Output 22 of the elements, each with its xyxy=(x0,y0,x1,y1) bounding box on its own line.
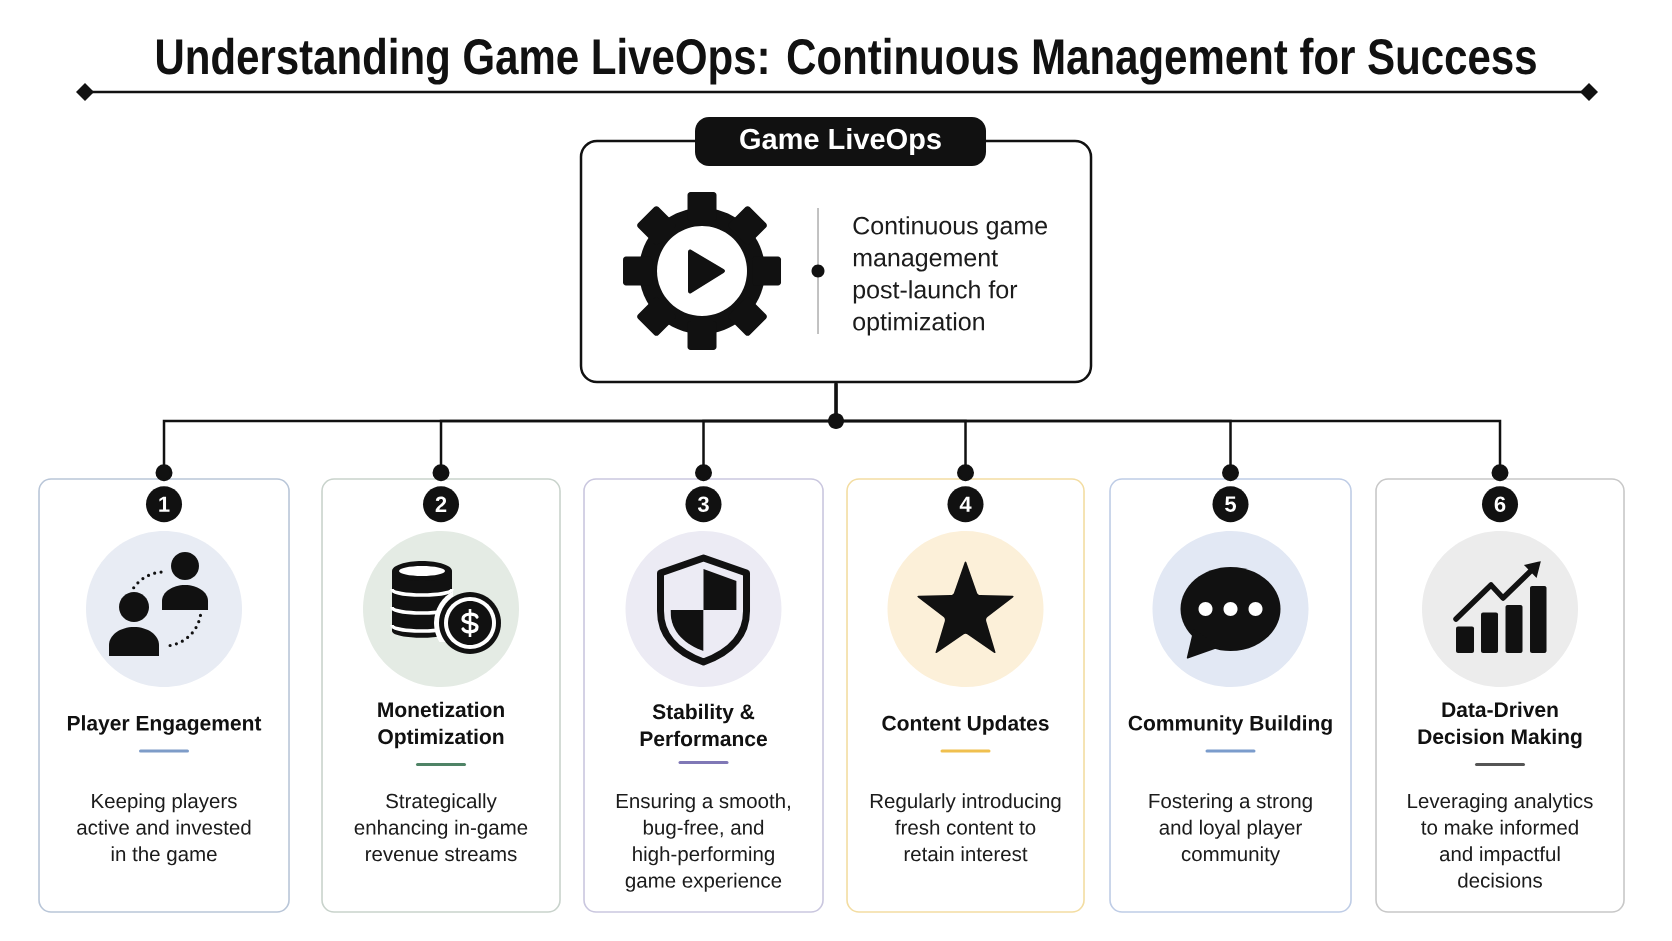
card-description: Keeping players active and invested in the game xyxy=(77,793,251,866)
card-description: Ensuring a smooth, bug-free, and high-performing game experience xyxy=(616,793,790,892)
number-badge: 4 xyxy=(947,486,984,523)
number-badge: 5 xyxy=(1212,486,1249,523)
card-description: Leveraging analytics to make informed and impactful decisions xyxy=(1408,793,1593,888)
card-heading: Community Building xyxy=(1128,715,1332,735)
title: Understanding Game LiveOps: Continuous Management for Success xyxy=(157,37,1536,85)
number-badge: 6 xyxy=(1482,486,1518,523)
card-heading: Data-Driven Decision Making xyxy=(1418,701,1582,749)
card-heading: Player Engagement xyxy=(67,715,262,735)
number-badge: 2 xyxy=(423,486,459,523)
card-description: Fostering a strong and loyal player community xyxy=(1149,793,1312,866)
card-heading: Monetization Optimization xyxy=(378,701,504,749)
card-heading: Stability & Performance xyxy=(640,703,767,747)
header-pill: Game LiveOps xyxy=(695,117,986,166)
card-heading: Content Updates xyxy=(882,715,1049,735)
connector-line xyxy=(834,383,1509,482)
card-description: Strategically enhancing in-game revenue streams xyxy=(354,793,528,862)
card-description: Regularly introducing fresh content to retain interest xyxy=(870,793,1061,862)
number-badge: 1 xyxy=(146,486,182,523)
number-badge: 3 xyxy=(685,486,722,523)
description-text: Continuous game management post-launch for optimization xyxy=(853,216,1047,336)
